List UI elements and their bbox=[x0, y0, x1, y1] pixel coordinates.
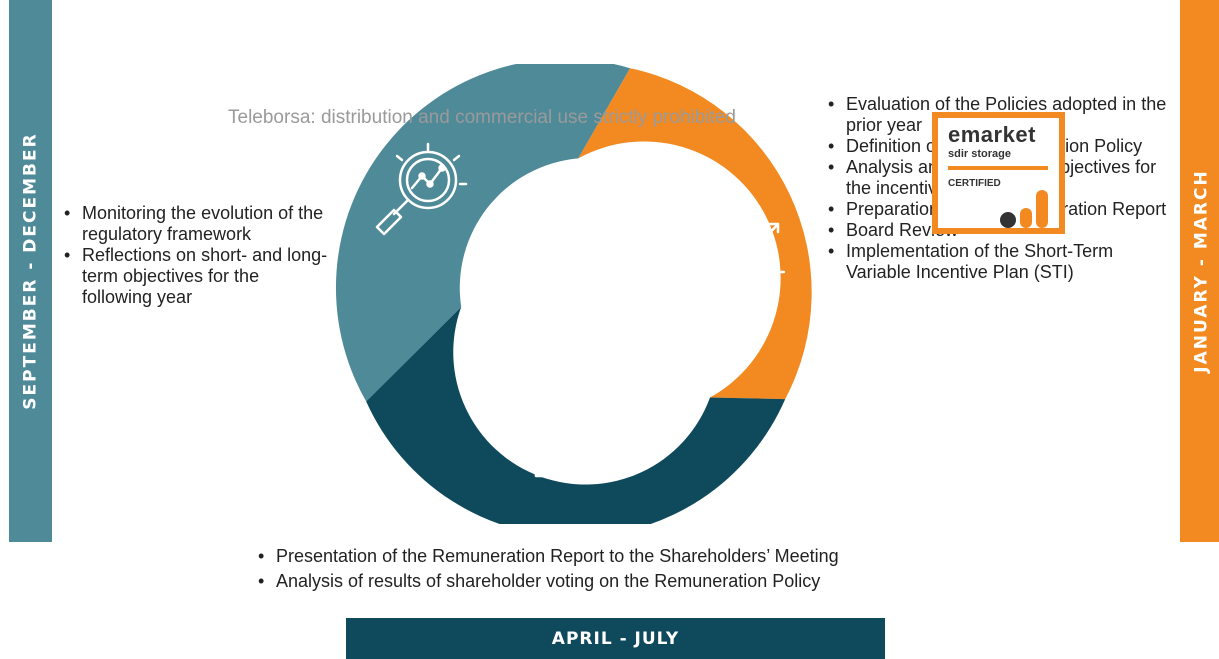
band-january-march: JANUARY - MARCH bbox=[1180, 0, 1219, 542]
list-item: Implementation of the Short-Term Variabl… bbox=[822, 241, 1177, 283]
badge-divider bbox=[948, 166, 1048, 170]
list-item: Board Review bbox=[822, 220, 1177, 241]
band-label-right: JANUARY - MARCH bbox=[1191, 169, 1212, 373]
band-label-bottom: APRIL - JULY bbox=[551, 628, 680, 649]
badge-certified: CERTIFIED bbox=[948, 178, 1001, 189]
cycle-donut bbox=[335, 64, 812, 524]
magnifier-chart-icon bbox=[375, 142, 468, 236]
megaphone-icon bbox=[524, 426, 596, 478]
list-item: Monitoring the evolution of the regulato… bbox=[58, 203, 333, 245]
badge-brand: emarket bbox=[948, 122, 1036, 147]
badge-logo-icon bbox=[1000, 190, 1048, 228]
emarket-badge: emarket sdir storage CERTIFIED bbox=[932, 112, 1065, 234]
right-bullet-list: Evaluation of the Policies adopted in th… bbox=[822, 94, 1177, 283]
band-september-december: SEPTEMBER - DECEMBER bbox=[9, 0, 52, 542]
growth-chart-icon bbox=[714, 208, 786, 278]
band-april-july: APRIL - JULY bbox=[346, 618, 885, 659]
segment-teal bbox=[335, 64, 631, 402]
watermark-text: Teleborsa: distribution and commercial u… bbox=[228, 107, 736, 128]
list-item: Presentation of the Remuneration Report … bbox=[252, 544, 1012, 569]
segment-orange bbox=[578, 68, 812, 400]
segment-navy bbox=[366, 307, 786, 524]
list-item: Evaluation of the Policies adopted in th… bbox=[822, 94, 1177, 136]
list-item: Analysis of results of shareholder votin… bbox=[252, 569, 1012, 594]
left-bullet-list: Monitoring the evolution of the regulato… bbox=[58, 203, 333, 308]
badge-subtitle: sdir storage bbox=[948, 148, 1011, 160]
band-label-left: SEPTEMBER - DECEMBER bbox=[20, 132, 41, 410]
bottom-bullet-list: Presentation of the Remuneration Report … bbox=[252, 544, 1012, 594]
list-item: Reflections on short- and long-term obje… bbox=[58, 245, 333, 308]
